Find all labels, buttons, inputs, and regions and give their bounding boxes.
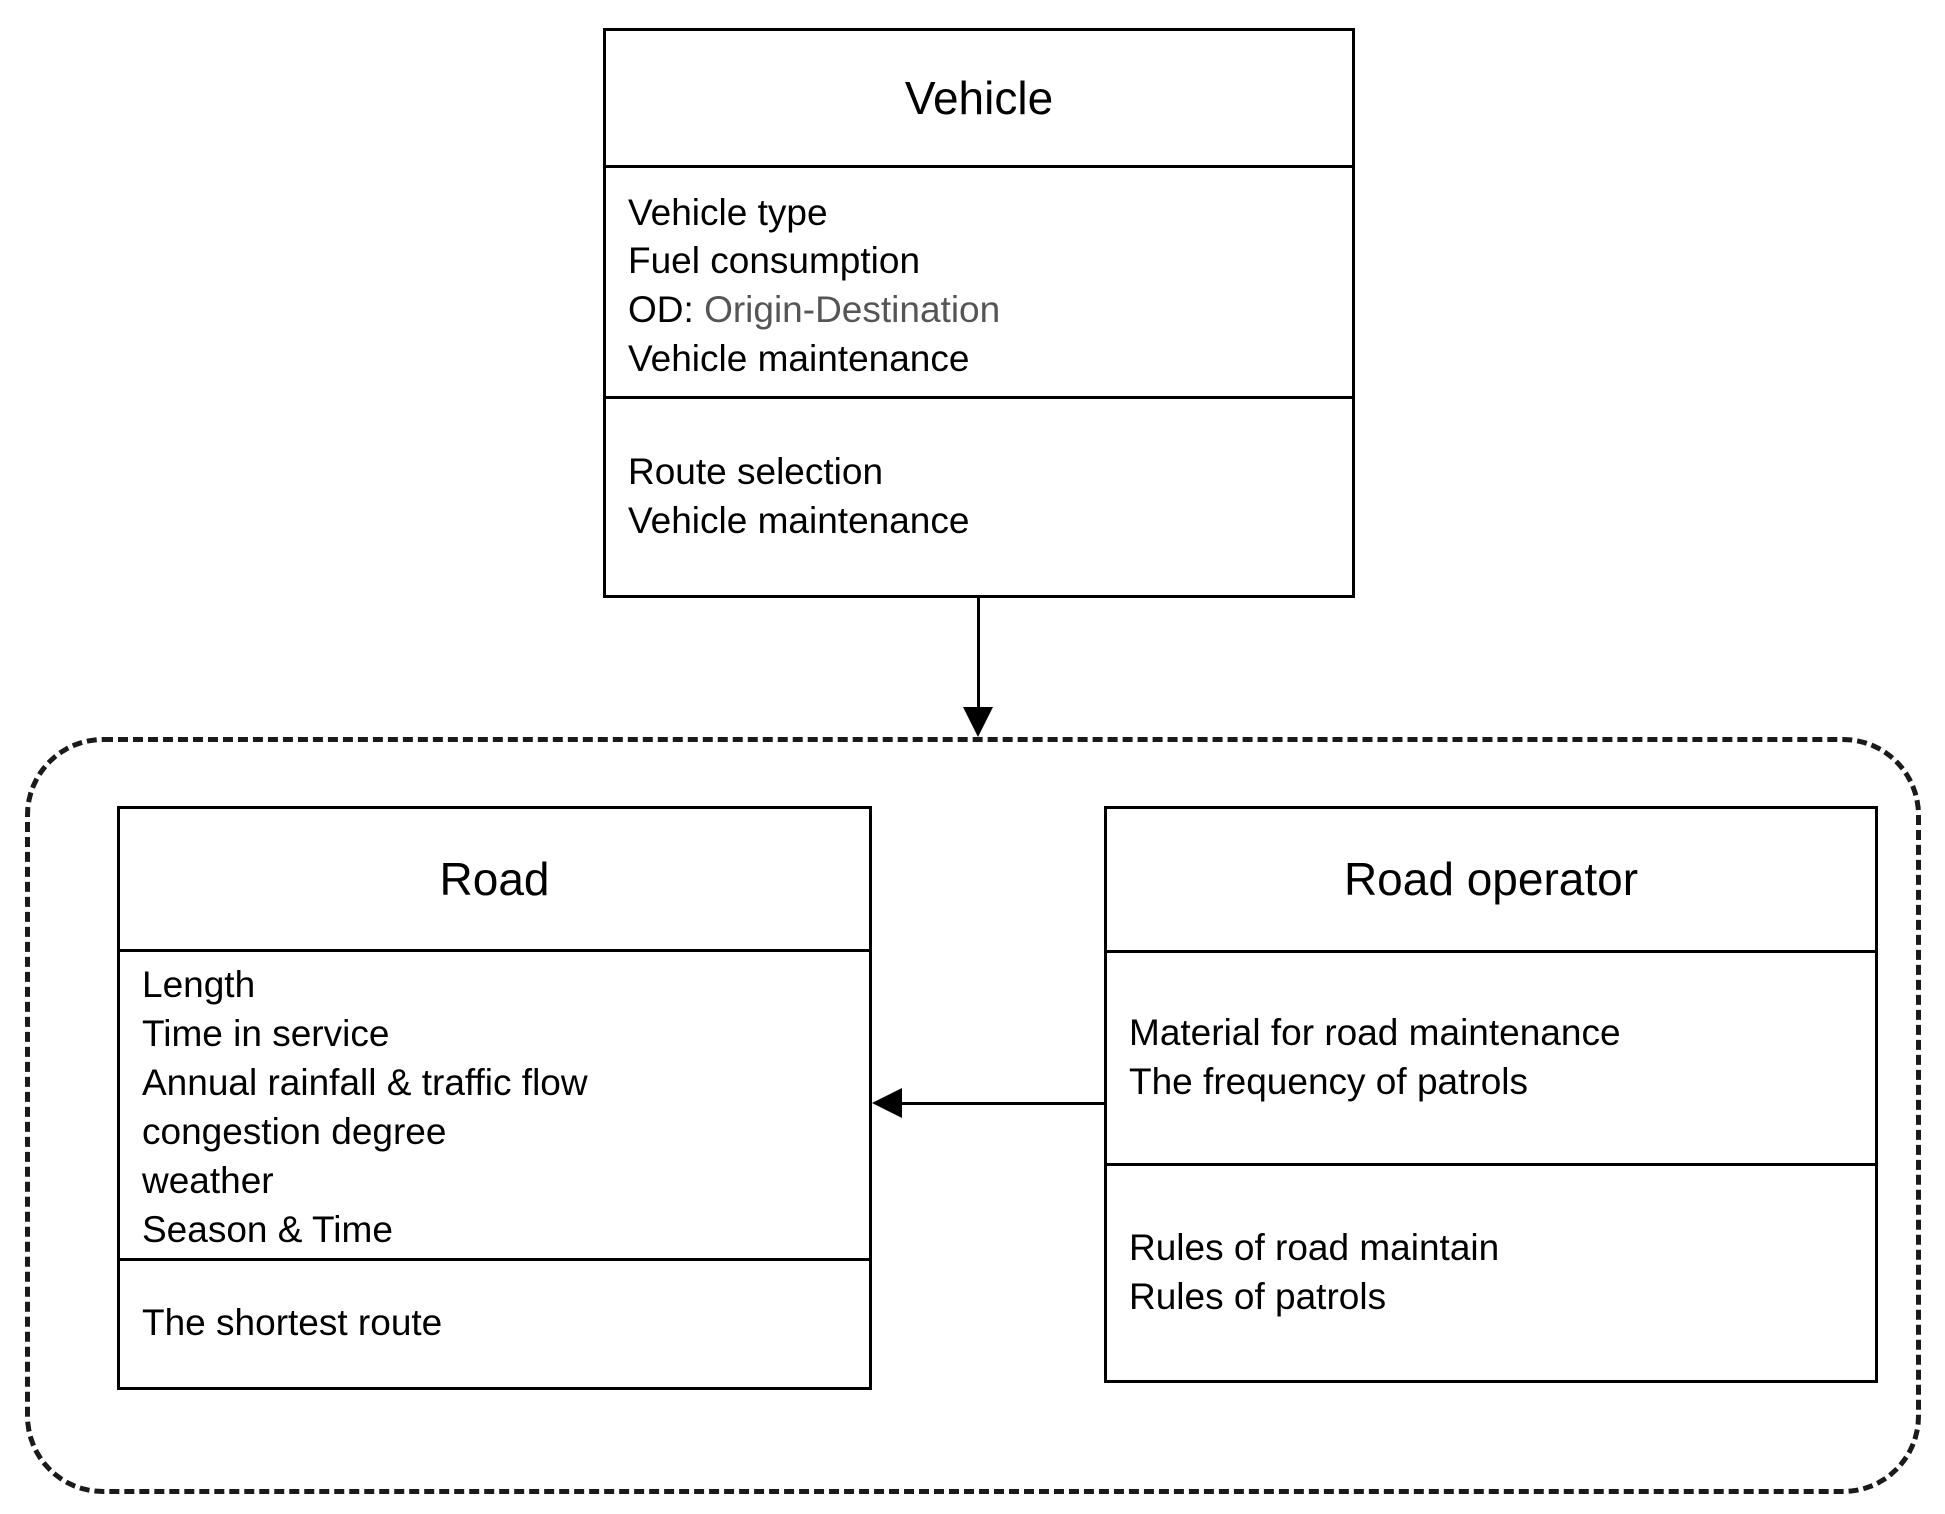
connector-operator-to-road-arrowhead: [872, 1088, 902, 1118]
uml-attribute: Vehicle maintenance: [628, 337, 970, 379]
uml-attribute: Annual rainfall & traffic flow: [142, 1062, 588, 1104]
uml-class-road-attributes: Length Time in service Annual rainfall &…: [120, 952, 869, 1261]
uml-class-road-operator-header: Road operator: [1107, 809, 1875, 953]
uml-attribute: weather: [142, 1159, 274, 1201]
uml-attribute: Fuel consumption: [628, 240, 921, 282]
uml-class-vehicle-header: Vehicle: [606, 31, 1352, 169]
uml-class-road[interactable]: Road Length Time in service Annual rainf…: [117, 806, 872, 1390]
uml-attribute: congestion degree: [142, 1110, 447, 1152]
uml-class-vehicle-operations: Route selection Vehicle maintenance: [606, 399, 1352, 595]
uml-operation: Rules of patrols: [1129, 1276, 1387, 1317]
uml-attribute: Vehicle type: [628, 191, 828, 233]
uml-attribute-od-value: Origin-Destination: [704, 289, 1001, 331]
uml-attribute: The frequency of patrols: [1129, 1061, 1528, 1102]
connector-vehicle-to-group-arrowhead: [963, 707, 993, 737]
uml-class-road-operator-title: Road operator: [1343, 853, 1639, 906]
connector-operator-to-road-line: [897, 1102, 1104, 1105]
uml-attribute: Time in service: [142, 1013, 390, 1055]
uml-attribute: Season & Time: [142, 1208, 393, 1250]
uml-operation: The shortest route: [142, 1302, 443, 1344]
uml-class-road-operator[interactable]: Road operator Material for road maintena…: [1104, 806, 1878, 1383]
uml-attribute-od: OD: Origin-Destination: [628, 286, 1352, 335]
uml-class-vehicle-title: Vehicle: [904, 71, 1054, 124]
uml-class-vehicle-attributes: Vehicle type Fuel consumption OD: Origin…: [606, 168, 1352, 400]
uml-class-road-title: Road: [439, 852, 550, 905]
uml-class-road-operations: The shortest route: [120, 1261, 869, 1387]
uml-operation: Route selection: [628, 451, 884, 493]
uml-attribute-od-prefix: OD:: [628, 289, 705, 331]
uml-operation: Rules of road maintain: [1129, 1227, 1500, 1269]
uml-class-vehicle[interactable]: Vehicle Vehicle type Fuel consumption OD…: [603, 28, 1355, 598]
group-container-dashed: [25, 737, 1921, 1494]
uml-operation: Vehicle maintenance: [628, 500, 970, 542]
uml-attribute: Length: [142, 964, 256, 1006]
uml-class-road-operator-attributes: Material for road maintenance The freque…: [1107, 953, 1875, 1166]
connector-vehicle-to-group-line: [977, 598, 980, 712]
uml-attribute: Material for road maintenance: [1129, 1012, 1621, 1054]
uml-class-road-header: Road: [120, 809, 869, 953]
uml-class-road-operator-operations: Rules of road maintain Rules of patrols: [1107, 1166, 1875, 1380]
